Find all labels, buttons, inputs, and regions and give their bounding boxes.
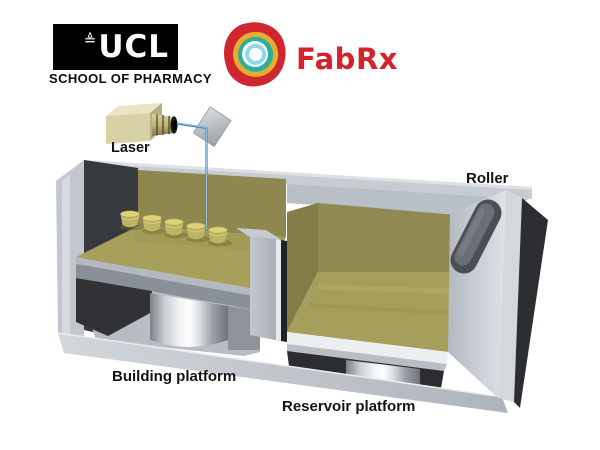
printed-tablets: [120, 210, 232, 247]
roller-label: Roller: [466, 170, 509, 187]
tablet: [142, 214, 166, 235]
building-platform-assembly: [76, 257, 260, 356]
building-piston: [150, 293, 228, 347]
tablet: [164, 218, 188, 239]
ucl-dome-icon: ≜: [83, 31, 97, 49]
building-platform-label: Building platform: [112, 368, 237, 385]
ucl-subtitle: SCHOOL OF PHARMACY: [49, 71, 212, 86]
reservoir-platform-label: Reservoir platform: [282, 398, 416, 415]
laser-beam: [176, 122, 208, 230]
ucl-logo: ≜ UCL: [53, 24, 178, 70]
tablet: [208, 226, 232, 247]
laser-label: Laser: [111, 140, 150, 156]
reservoir-chamber: [287, 184, 530, 394]
laser-device: [106, 103, 178, 144]
fabrx-brand-text: FabRx: [296, 42, 398, 76]
machine-base: [58, 333, 508, 413]
roller-cylinder: [450, 199, 502, 274]
fabrx-logo: FabRx: [217, 15, 402, 93]
tablet: [186, 222, 210, 243]
galvo-mirror: [192, 106, 232, 147]
tablet: [120, 210, 144, 231]
divider-wall: [236, 228, 287, 342]
ucl-logo-text: UCL: [98, 28, 169, 65]
